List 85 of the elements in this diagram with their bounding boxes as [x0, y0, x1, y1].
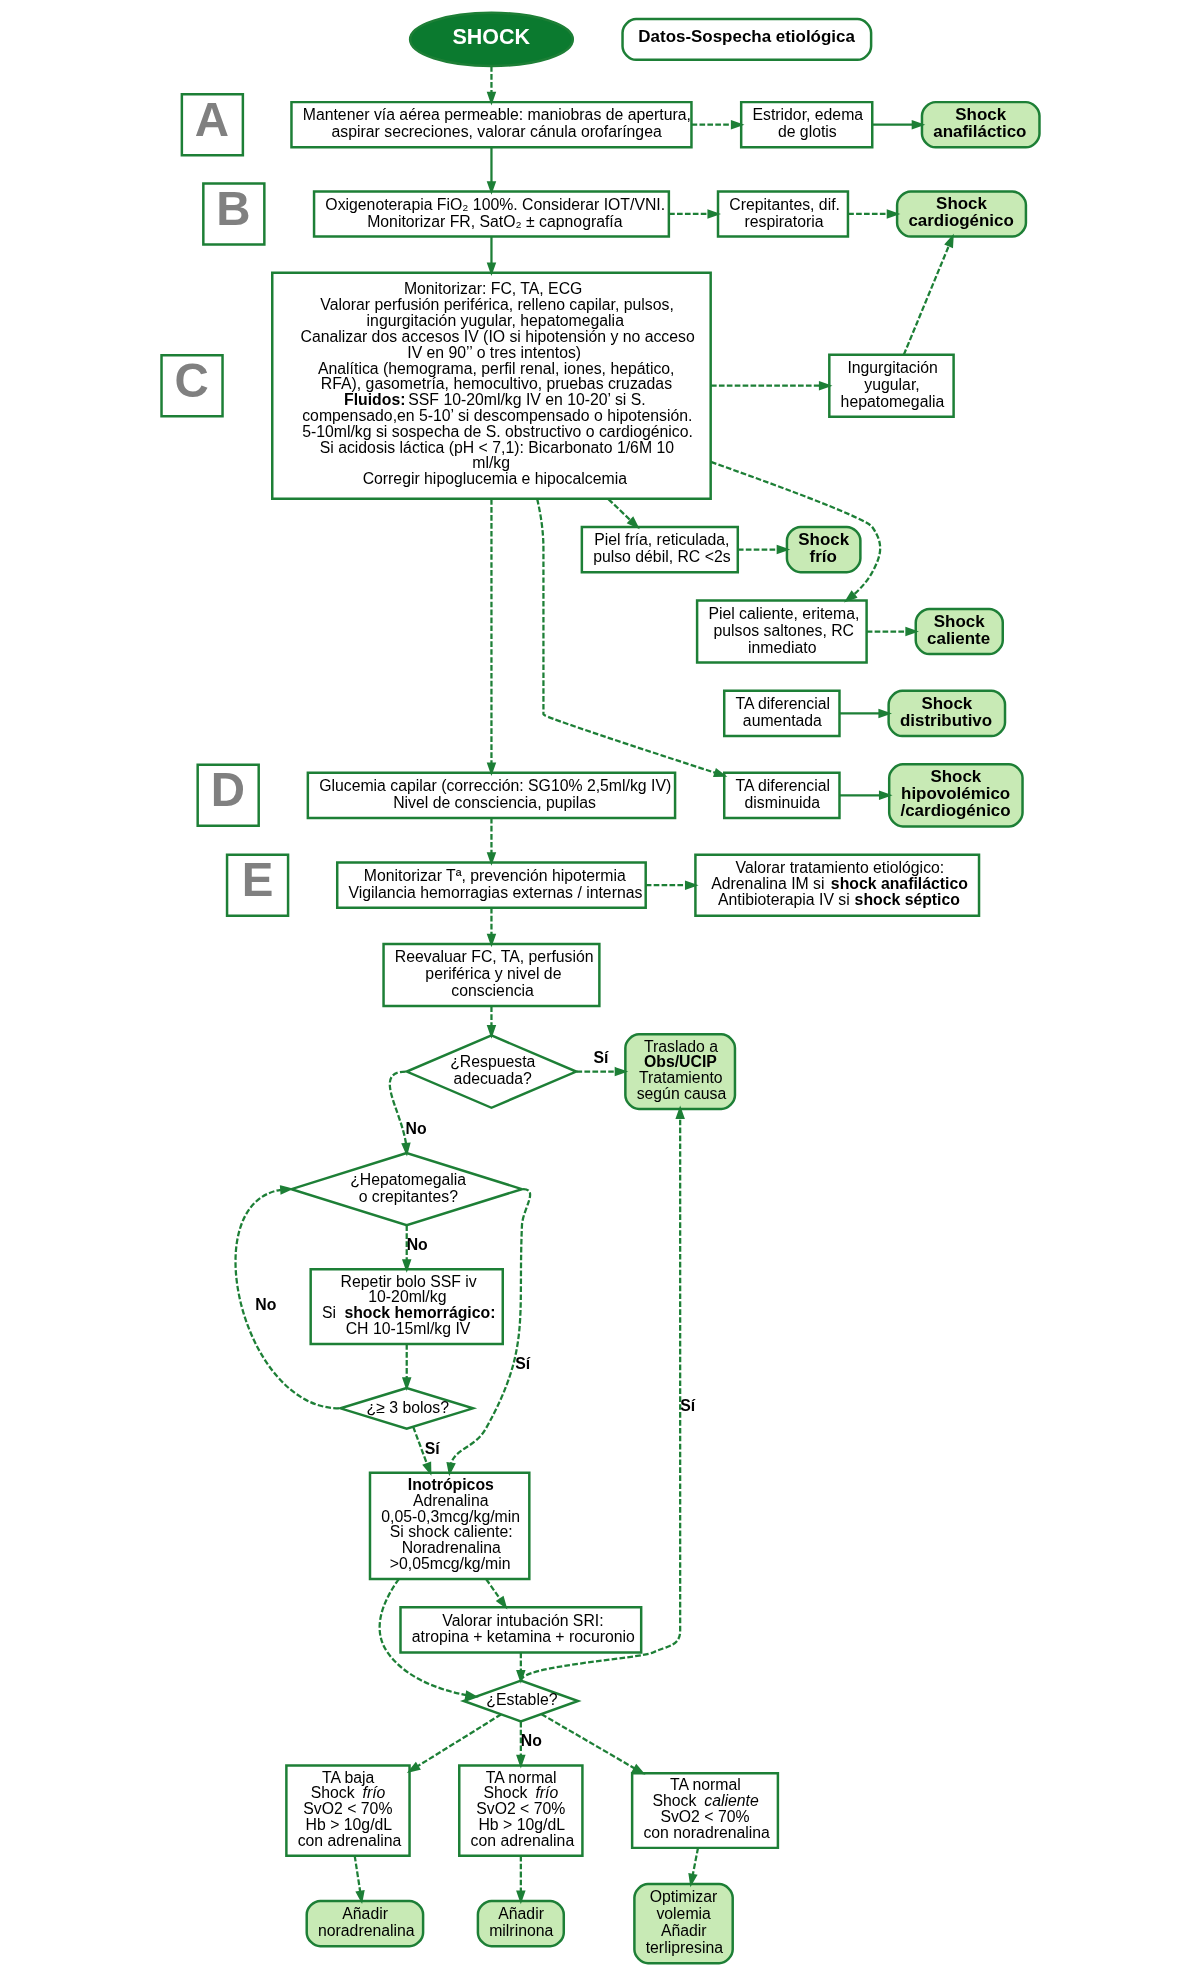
node-box: Repetir bolo SSF iv 10-20ml/kg Si shock hemorrágico: CH 10-15ml/kg IV [308, 1268, 504, 1346]
edge-label: No [405, 1119, 427, 1137]
node-box: Monitorizar: FC, TA, ECG Valorar perfusión periférica, relleno capilar, pulsos, ingurgitación yugular, hepatomegalia Canalizar dos accesos IV (IO si hipotensión y no acceso IV en 90’’ o tres intentos) Analítica (hemograma, perfil renal, iones, hepático, RFA), gasometría, hemocultivo, pruebas cruzadas Fluidos: SSF 10-20ml/kg IV en 10-20’ si S. compensado,en 5-10’ si descompensado o hipotensión. 5-10ml/kg si sospecha de S. obstructivo o cardiogénico. Si acidosis láctica (pH < 7,1): Bicarbonato 1/6M 10 ml/kg Corregir hipoglucemia e hipocalcemia [270, 271, 712, 500]
arrow [710, 381, 832, 391]
node-box: Shock caliente [914, 607, 1004, 656]
arrow [401, 1225, 411, 1273]
node-box: Glucemia capilar (corrección: SG10% 2,5ml/kg IV) Nivel de consciencia, pupilas [306, 771, 676, 820]
node-box: TA diferencial disminuida [722, 771, 841, 820]
arrow [378, 1578, 479, 1700]
node-box: Oxigenoterapia FiO₂ 100%. Considerar IOT/VNI. Monitorizar FR, SatO₂ ± capnografía [312, 190, 670, 238]
node-box: Ingurgitación yugular, hepatomegalia [827, 353, 955, 419]
node-box: Piel fría, reticulada, pulso débil, RC <2s [580, 525, 739, 574]
node-box: Shock frío [785, 525, 862, 574]
arrow [607, 498, 640, 530]
arrow [515, 1855, 526, 1905]
node-box: Datos-Sospecha etiológica [620, 17, 872, 61]
node-box: Añadir noradrenalina [304, 1899, 424, 1948]
arrow [486, 1006, 496, 1039]
node-box: C [159, 354, 224, 418]
arrow [540, 1713, 646, 1775]
edge-label: Sí [424, 1439, 440, 1457]
node-box: D [195, 763, 260, 828]
node-box: Shock anafiláctico [920, 100, 1041, 149]
node-box: Reevaluar FC, TA, perfusión periférica y nivel de consciencia [381, 942, 601, 1008]
edge-label: Sí [679, 1397, 695, 1415]
node-box: Traslado a Obs/UCIP Tratamiento según causa [623, 1033, 736, 1111]
arrow [388, 1070, 411, 1157]
arrow [484, 1578, 507, 1610]
arrow [401, 1344, 411, 1391]
node-box: Valorar intubación SRI: atropina + ketamina + rocuronio [398, 1605, 642, 1654]
edge-label: Sí [514, 1355, 530, 1373]
node-box: Mantener vía aérea permeable: maniobras de apertura, aspirar secreciones, valorar cánula orofaríngea [289, 100, 693, 149]
arrow [687, 1847, 699, 1888]
edge-label: No [406, 1236, 428, 1254]
node-box: Valorar tratamiento etiológico: Adrenalina IM si shock anafiláctico Antibioterapia IV si shock séptico [693, 853, 980, 917]
arrow [234, 1185, 339, 1410]
arrow [515, 1652, 526, 1684]
arrow [866, 626, 919, 637]
node-box: TA normal Shock caliente SvO2 < 70% con noradrenalina [630, 1772, 779, 1850]
arrow [486, 818, 496, 866]
node-box: Estridor, edema de glotis [739, 100, 873, 149]
edge-label: Sí [592, 1048, 608, 1066]
arrow [902, 233, 954, 356]
arrow [871, 119, 925, 130]
arrow [691, 119, 744, 130]
node-box: Crepitantes, dif. respiratoria [716, 190, 849, 238]
node-box: TA normal Shock frío SvO2 < 70% Hb > 10g/dL con adrenalina [457, 1764, 584, 1858]
node-box: Shock hipovolémico /cardiogénico [887, 763, 1024, 828]
arrow [486, 499, 496, 776]
node-box: Inotrópicos Adrenalina 0,05-0,3mcg/kg/min Si shock caliente: Noradrenalina >0,05mcg/kg/min [368, 1471, 531, 1581]
node-box: Shock cardiogénico [895, 190, 1027, 238]
arrow [486, 147, 496, 195]
node-box: Añadir milrinona [476, 1899, 565, 1948]
node-diamond: ¿Respuesta adecuada? [403, 1034, 579, 1110]
node-box: E [225, 853, 289, 917]
arrow [575, 1066, 628, 1077]
arrow [515, 1721, 526, 1769]
node-box: Shock distributivo [886, 689, 1006, 738]
edge-label: No [254, 1295, 276, 1313]
arrow [411, 1426, 431, 1476]
arrow [737, 544, 790, 555]
arrow [535, 498, 727, 778]
arrow [645, 880, 699, 890]
node-ellipse: SHOCK [408, 11, 574, 68]
arrow [519, 1105, 685, 1682]
arrow [445, 1188, 531, 1477]
arrow [486, 907, 496, 948]
arrow [668, 209, 721, 219]
node-diamond: ¿Estable? [459, 1679, 582, 1723]
arrow [847, 209, 900, 219]
node-box: B [201, 182, 266, 246]
arrow [353, 1855, 365, 1905]
arrow [486, 66, 496, 106]
node-box: Monitorizar Tª, prevención hipotermia Vigilancia hemorragias externas / internas [335, 861, 647, 909]
node-box: TA diferencial aumentada [722, 689, 841, 738]
node-box: TA baja Shock frío SvO2 < 70% Hb > 10g/dL con adrenalina [284, 1764, 411, 1858]
node-box: A [180, 92, 244, 157]
arrow [839, 790, 893, 801]
node-box: Piel caliente, eritema, pulsos saltones, RC inmediato [695, 599, 868, 664]
node-box: Optimizar volemia Añadir terlipresina [632, 1882, 734, 1965]
arrow [406, 1713, 502, 1773]
arrow [710, 460, 881, 603]
edge-label: No [520, 1732, 542, 1750]
arrow [486, 236, 496, 277]
arrow [839, 708, 892, 719]
